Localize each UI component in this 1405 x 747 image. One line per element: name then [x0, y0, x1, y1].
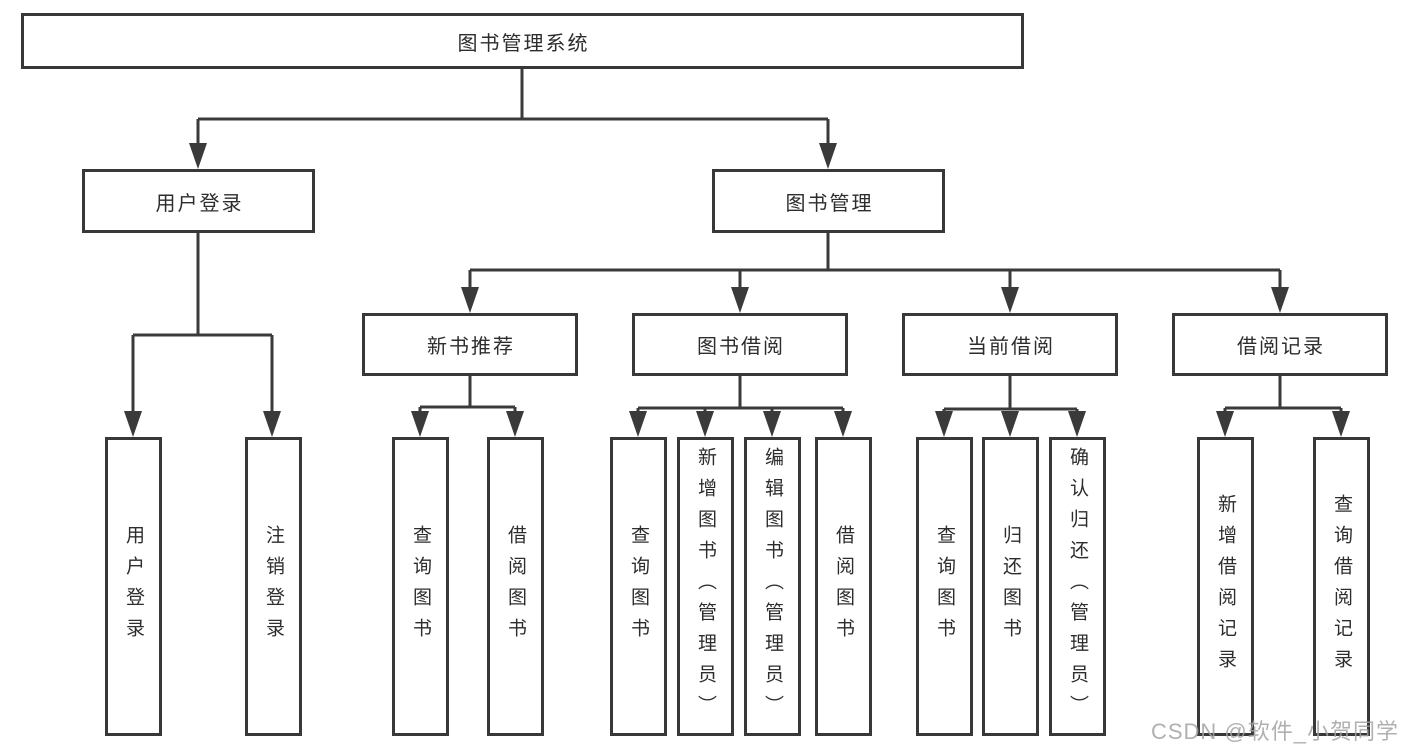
connector-current-borrow-to-leaves: [935, 376, 1086, 437]
connector-borrow-records-to-leaves: [1216, 376, 1350, 437]
arrowhead: [763, 411, 781, 437]
connector-root-to-level2: [189, 69, 837, 169]
csdn-watermark: CSDN @软件_小贺同学: [1150, 719, 1399, 744]
leaf-label: 新增图书（管理员）: [695, 447, 716, 726]
arrowhead: [1001, 411, 1019, 437]
arrowhead: [1001, 287, 1019, 313]
node-book-borrow: 图书借阅: [632, 313, 848, 376]
node-book-management: 图书管理: [712, 169, 945, 233]
arrowhead: [629, 411, 647, 437]
node-current-borrow: 当前借阅: [902, 313, 1118, 376]
leaf-confirm-return-admin: 确认归还（管理员）: [1049, 437, 1106, 736]
leaf-label: 借阅图书: [505, 524, 526, 649]
leaf-add-borrow-record: 新增借阅记录: [1197, 437, 1254, 736]
arrowhead: [1216, 411, 1234, 437]
leaf-label: 查询借阅记录: [1331, 493, 1352, 680]
node-book-management-system: 图书管理系统: [21, 13, 1024, 69]
leaf-borrow-books-borrow: 借阅图书: [815, 437, 872, 736]
leaf-return-book: 归还图书: [982, 437, 1039, 736]
arrowhead: [819, 143, 837, 169]
connector-book-borrow-to-leaves: [629, 376, 852, 437]
arrowhead: [696, 411, 714, 437]
node-new-book-recommend: 新书推荐: [362, 313, 578, 376]
arrowhead: [1068, 411, 1086, 437]
leaf-label: 查询图书: [410, 524, 431, 649]
arrowhead: [731, 287, 749, 313]
arrowhead: [935, 411, 953, 437]
leaf-label: 注销登录: [263, 524, 284, 649]
leaf-label: 查询图书: [934, 524, 955, 649]
node-borrow-records: 借阅记录: [1172, 313, 1388, 376]
arrowhead: [124, 411, 142, 437]
leaf-label: 编辑图书（管理员）: [762, 447, 783, 726]
leaf-label: 归还图书: [1000, 524, 1021, 649]
connector-new-book-recommend-to-leaves: [411, 376, 524, 437]
leaf-borrow-books-recommend: 借阅图书: [487, 437, 544, 736]
arrowhead: [189, 143, 207, 169]
arrowhead: [506, 411, 524, 437]
leaf-query-borrow-record: 查询借阅记录: [1313, 437, 1370, 736]
leaf-user-login: 用户登录: [105, 437, 162, 736]
arrowhead: [1271, 287, 1289, 313]
leaf-label: 确认归还（管理员）: [1067, 447, 1088, 726]
leaf-query-books-current: 查询图书: [916, 437, 973, 736]
leaf-label: 借阅图书: [833, 524, 854, 649]
leaf-label: 用户登录: [123, 524, 144, 649]
leaf-label: 查询图书: [628, 524, 649, 649]
arrowhead: [263, 411, 281, 437]
leaf-query-books-borrow: 查询图书: [610, 437, 667, 736]
arrowhead: [1332, 411, 1350, 437]
connector-book-management-to-level3: [461, 233, 1289, 313]
leaf-add-book-admin: 新增图书（管理员）: [677, 437, 734, 736]
arrowhead: [411, 411, 429, 437]
connector-user-login-to-leaves: [124, 233, 281, 437]
arrowhead: [834, 411, 852, 437]
leaf-label: 新增借阅记录: [1215, 493, 1236, 680]
arrowhead: [461, 287, 479, 313]
leaf-query-books-recommend: 查询图书: [392, 437, 449, 736]
leaf-logout: 注销登录: [245, 437, 302, 736]
node-user-login: 用户登录: [82, 169, 315, 233]
leaf-edit-book-admin: 编辑图书（管理员）: [744, 437, 801, 736]
